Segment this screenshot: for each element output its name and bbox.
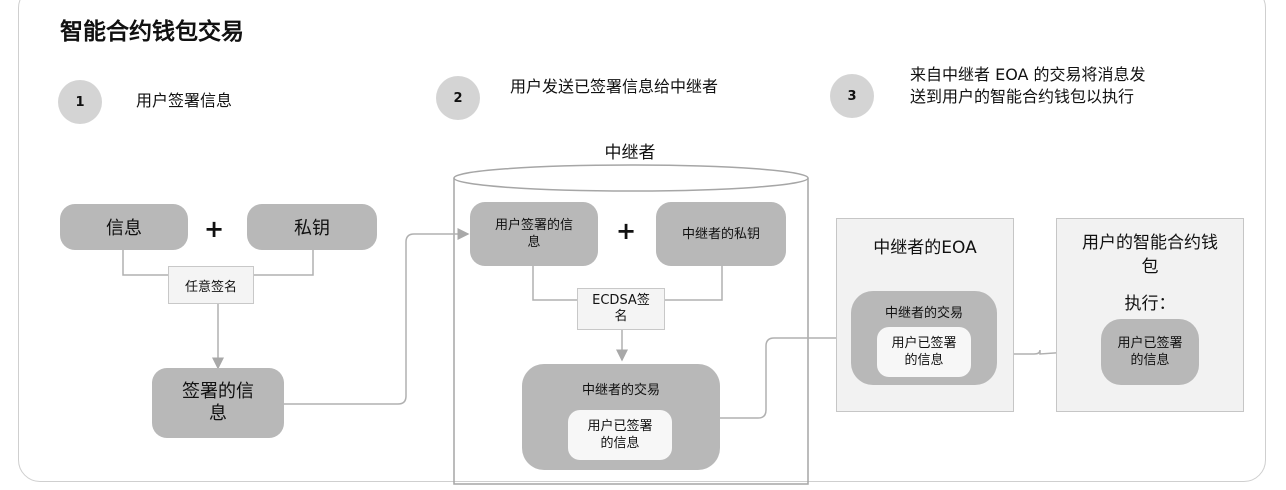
step-1-badge: 1 bbox=[58, 80, 102, 124]
execute-label: 执行： bbox=[1124, 293, 1176, 314]
diagram-title: 智能合约钱包交易 bbox=[60, 19, 244, 45]
relayer-title: 中继者 bbox=[604, 142, 656, 163]
message-box: 信息 bbox=[60, 204, 188, 250]
user-signed-message-box: 用户签署的信息 bbox=[470, 202, 598, 266]
signed-message-box: 签署的信息 bbox=[152, 368, 284, 438]
step-1-text: 用户签署信息 bbox=[136, 91, 233, 110]
relayer-transaction-box: 中继者的交易 用户已签署的信息 bbox=[522, 364, 720, 470]
relayer-cylinder bbox=[453, 178, 809, 485]
plus-sign-left: + bbox=[203, 215, 225, 243]
eoa-transaction-title: 中继者的交易 bbox=[884, 305, 963, 321]
smart-wallet-title: 用户的智能合约钱包 bbox=[1082, 233, 1218, 277]
any-signature-label: 任意签名 bbox=[168, 266, 254, 304]
relayer-cylinder-top bbox=[453, 164, 809, 192]
relayer-tx-signed-message: 用户已签署的信息 bbox=[568, 410, 672, 460]
relayer-eoa-title: 中继者的EOA bbox=[873, 237, 977, 258]
relayer-transaction-title: 中继者的交易 bbox=[581, 382, 660, 398]
wallet-signed-message: 用户已签署的信息 bbox=[1101, 319, 1199, 385]
relayer-eoa-panel: 中继者的EOA 中继者的交易 用户已签署的信息 bbox=[836, 218, 1014, 412]
diagram-frame bbox=[18, 0, 1266, 482]
plus-sign-relayer: + bbox=[615, 217, 637, 245]
relayer-private-key-box: 中继者的私钥 bbox=[656, 202, 786, 266]
step-2-text: 用户发送已签署信息给中继者 bbox=[510, 77, 719, 96]
ecdsa-signature-label: ECDSA签名 bbox=[577, 288, 665, 330]
private-key-box: 私钥 bbox=[247, 204, 377, 250]
smart-wallet-panel: 用户的智能合约钱包 执行： 用户已签署的信息 bbox=[1056, 218, 1244, 412]
eoa-transaction-box: 中继者的交易 用户已签署的信息 bbox=[851, 291, 997, 385]
step-2-badge: 2 bbox=[436, 76, 480, 120]
step-3-badge: 3 bbox=[830, 74, 874, 118]
eoa-tx-signed-message: 用户已签署的信息 bbox=[877, 327, 971, 377]
step-3-text: 来自中继者 EOA 的交易将消息发送到用户的智能合约钱包以执行 bbox=[910, 65, 1146, 106]
